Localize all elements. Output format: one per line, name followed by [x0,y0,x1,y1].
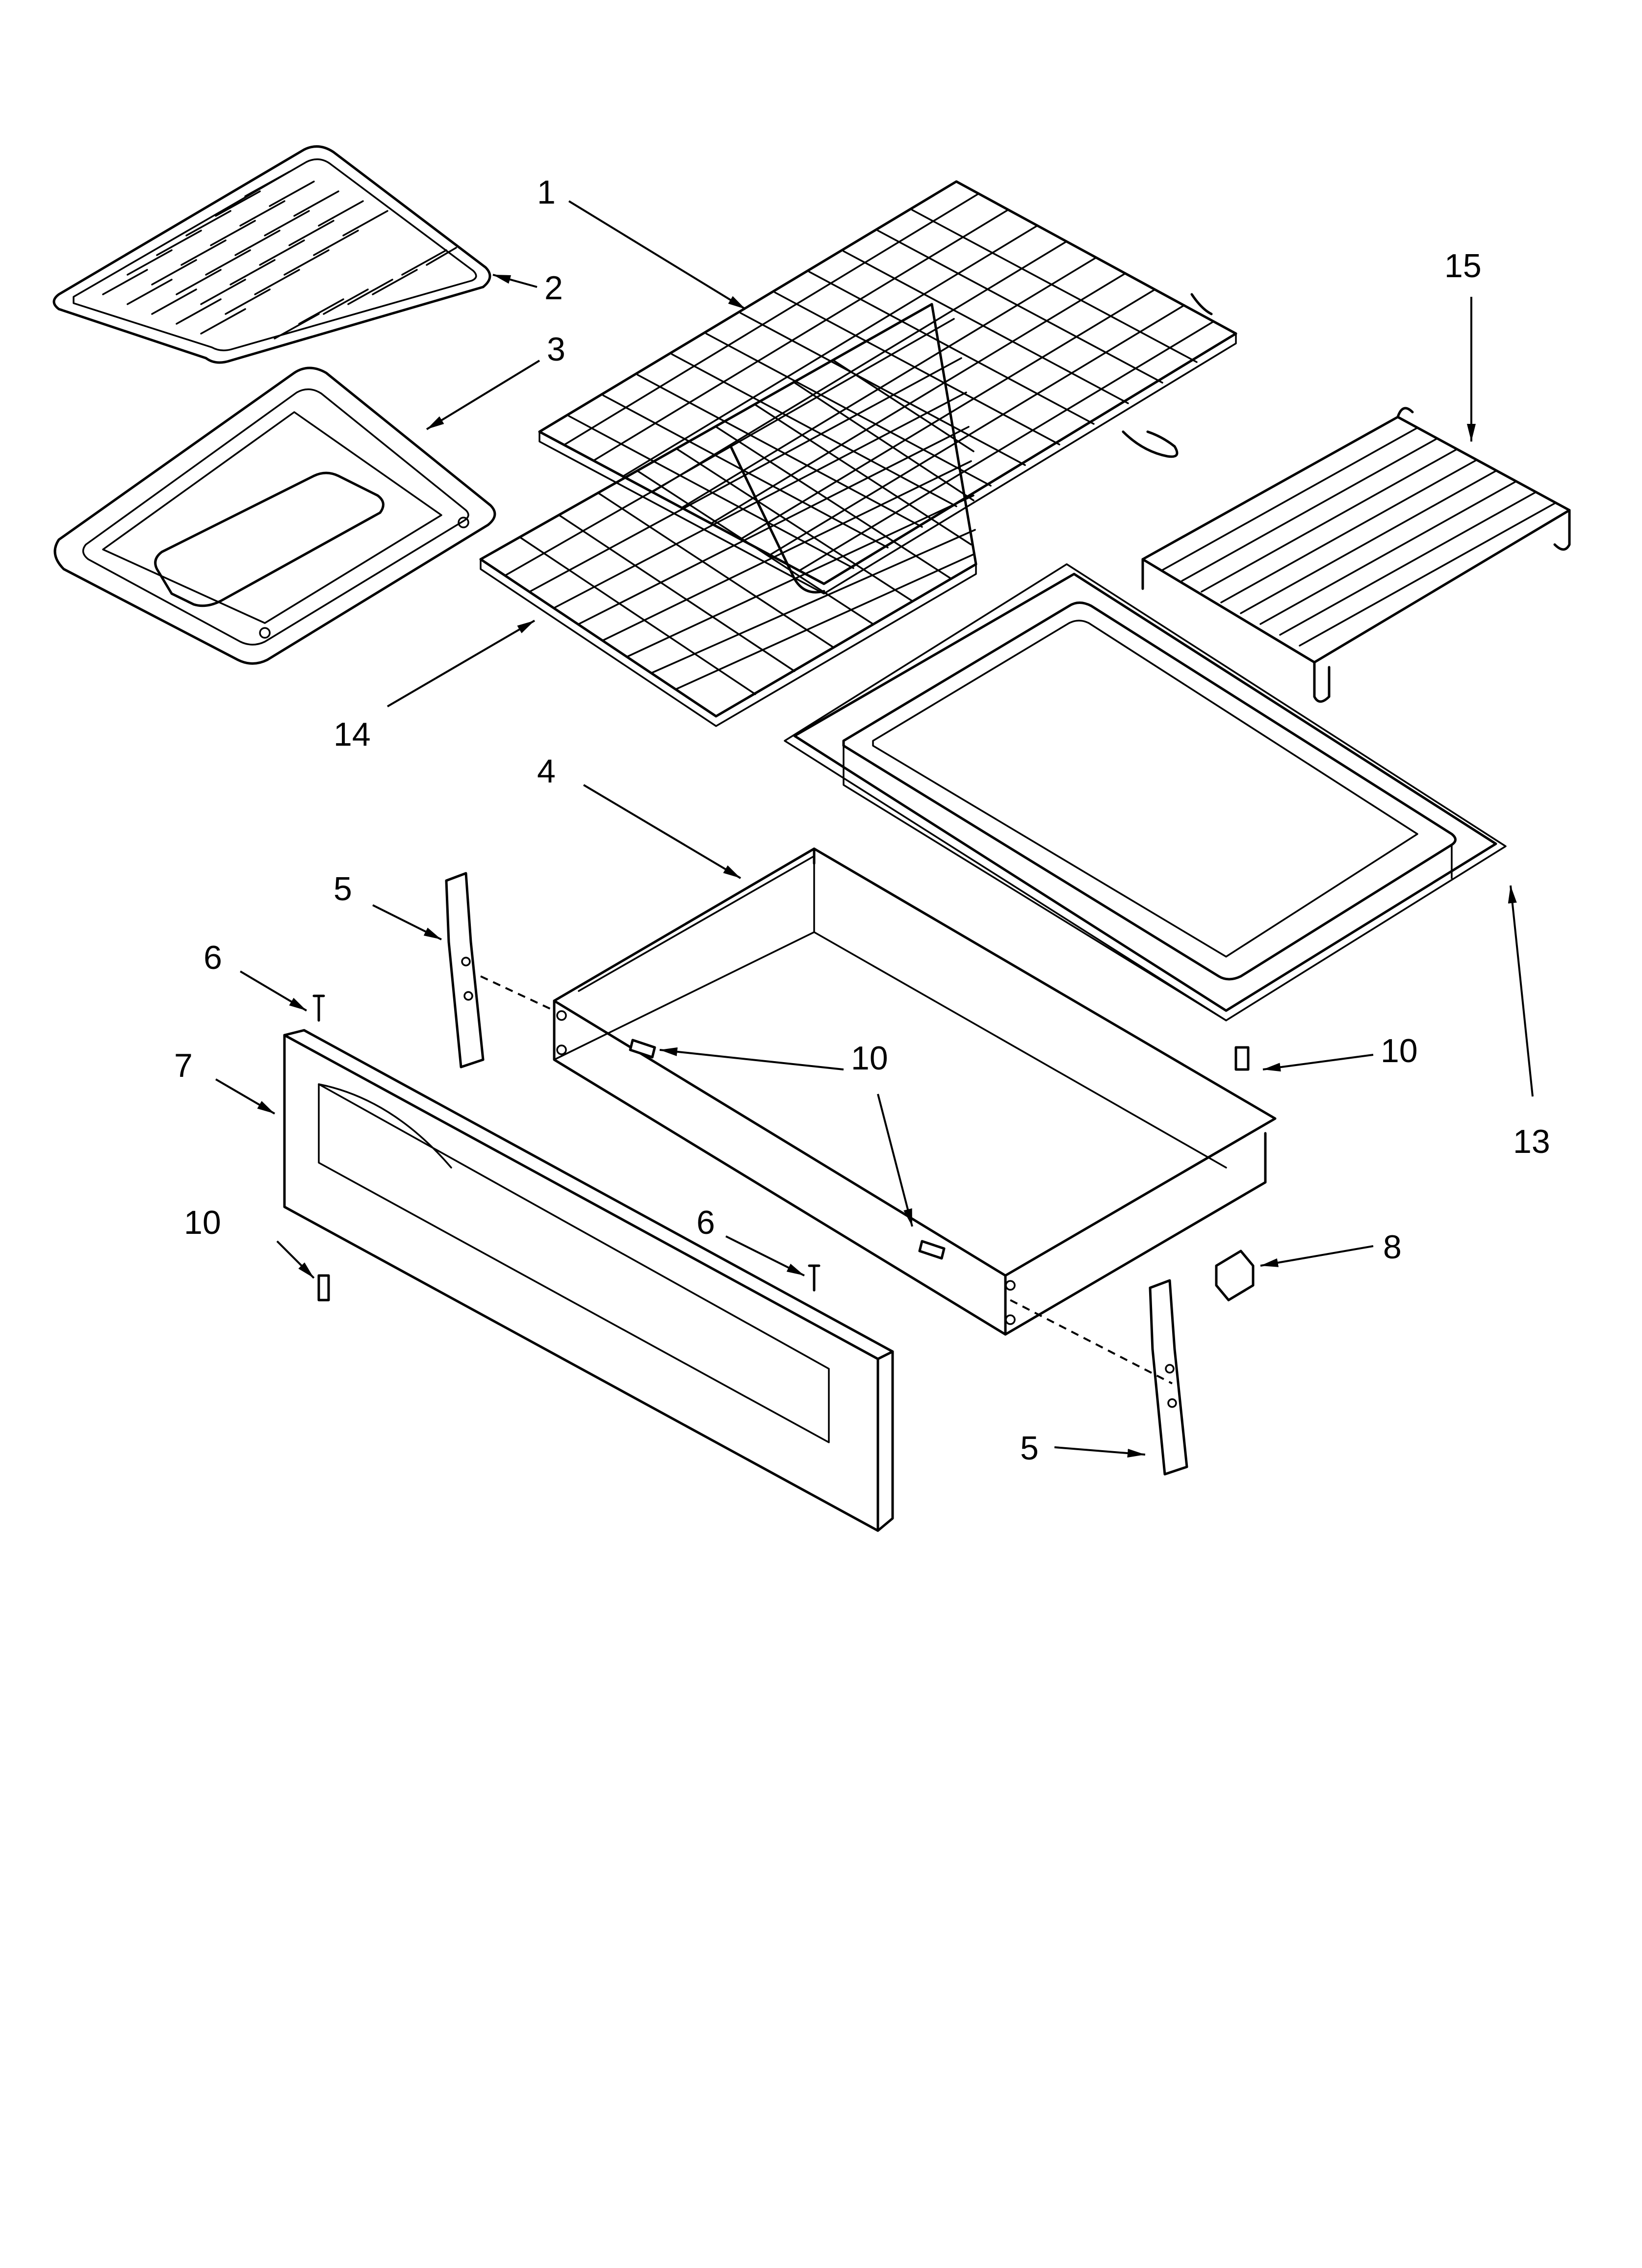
screws-and-pins [312,994,1255,1302]
callout-6b: 6 [696,1204,715,1241]
oven-rack-lower [479,303,977,727]
alignment-line-left [480,975,555,1012]
callout-5b: 5 [1020,1430,1039,1467]
drawer-glide-right [1149,1279,1188,1476]
callout-6a: 6 [204,939,222,976]
leader-lines [215,200,1534,1458]
callout-10a: 10 [851,1040,888,1077]
callout-2: 2 [544,269,563,307]
alignment-line-right [1010,1299,1173,1384]
callout-13: 13 [1513,1123,1550,1160]
oven-rack-upper [538,180,1237,595]
broiler-pan [53,366,496,665]
callout-14: 14 [334,716,371,753]
callout-10c: 10 [184,1204,221,1241]
drawer-glide-left [445,872,485,1069]
drawer-front-panel [283,1029,894,1532]
callout-15: 15 [1444,247,1482,285]
storage-drawer [553,847,1277,1336]
drawer-liner [784,563,1507,1021]
callout-10b: 10 [1381,1032,1418,1069]
callout-4: 4 [537,753,556,790]
half-rack [1141,407,1571,703]
callout-5a: 5 [334,870,352,908]
callout-3: 3 [547,331,565,368]
callout-1: 1 [537,174,556,211]
broiler-grid [52,145,491,364]
callout-7: 7 [174,1047,193,1084]
callout-8: 8 [1383,1228,1402,1266]
